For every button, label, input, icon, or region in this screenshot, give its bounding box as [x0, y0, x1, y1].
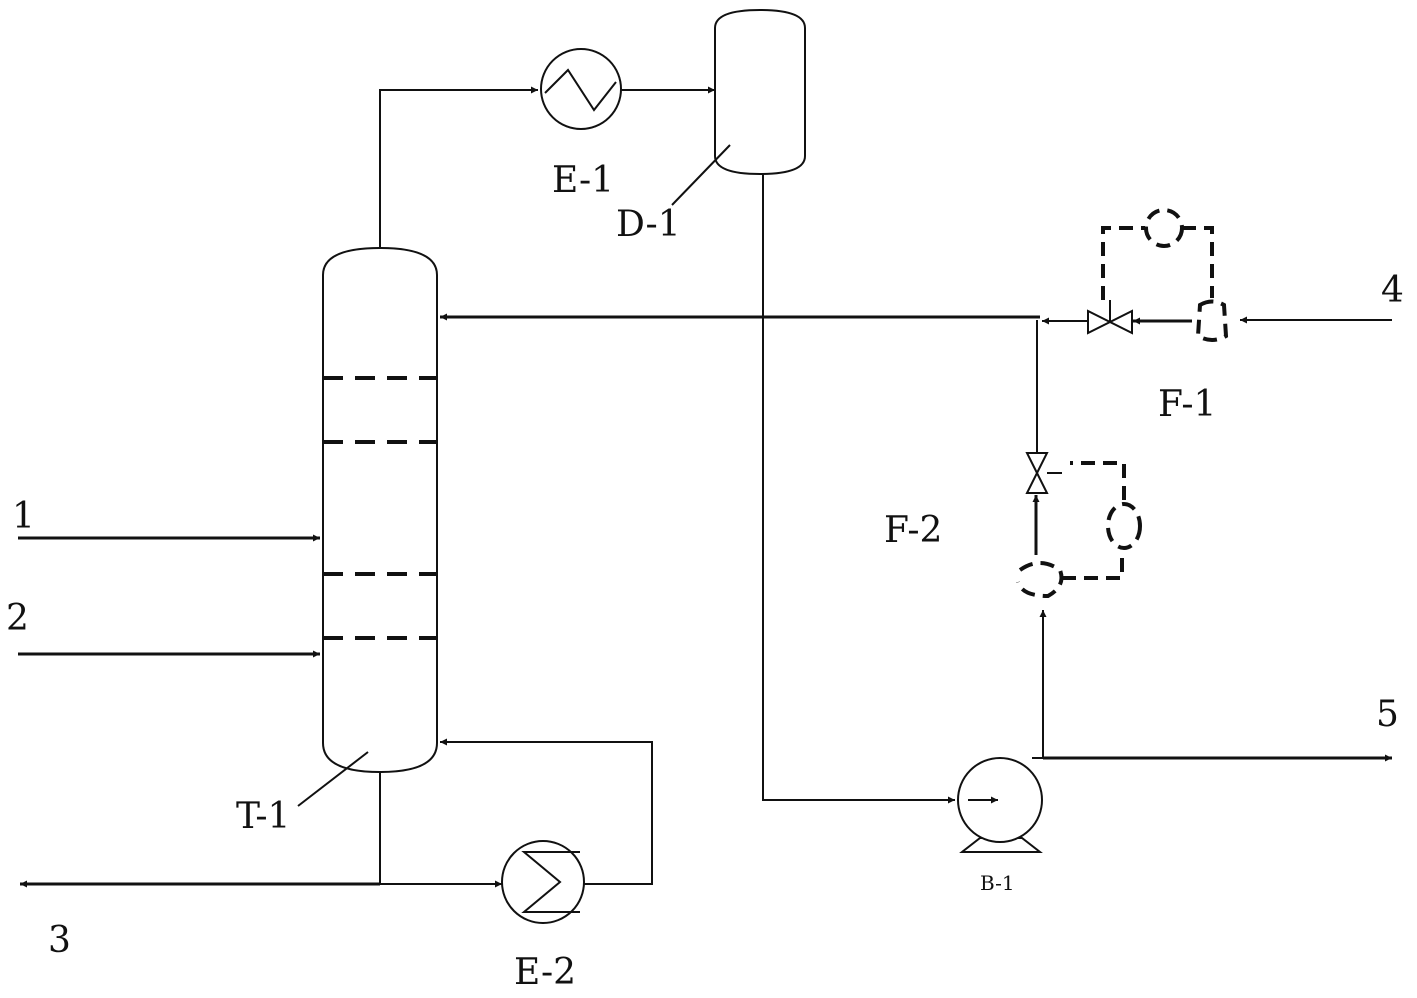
stream-label-2: 2 [6, 598, 29, 639]
control-valve-f2 [1025, 452, 1062, 494]
flow-element-f2 [1016, 561, 1064, 599]
reboiler-return-line [440, 738, 653, 885]
condenser [540, 48, 622, 130]
overhead-line [379, 86, 538, 248]
pump [957, 757, 1043, 853]
controller-label-f1: F-1 [1158, 384, 1216, 425]
controller-label-f2: F-2 [884, 510, 942, 551]
condenser-label: E-1 [552, 160, 614, 201]
flow-controller-f2 [1062, 461, 1142, 580]
control-valve-f1 [1087, 300, 1133, 335]
flow-element-f1 [1195, 299, 1229, 342]
pump-label: B-1 [980, 871, 1015, 895]
drum-leader-line [671, 144, 731, 206]
stream-label-5: 5 [1376, 694, 1399, 735]
distillation-column [297, 246, 438, 807]
flow-controller-f1 [1101, 208, 1214, 300]
drum-to-pump-line [762, 174, 955, 804]
reboiler-label: E-2 [514, 952, 576, 993]
stream-label-3: 3 [48, 920, 71, 961]
stream-label-1: 1 [12, 496, 35, 537]
column-leader-line [297, 751, 369, 807]
reboiler [501, 840, 585, 924]
reflux-drum [671, 8, 806, 206]
stream-label-4: 4 [1381, 270, 1404, 311]
column-label: T-1 [236, 796, 290, 837]
drum-label: D-1 [616, 204, 681, 245]
